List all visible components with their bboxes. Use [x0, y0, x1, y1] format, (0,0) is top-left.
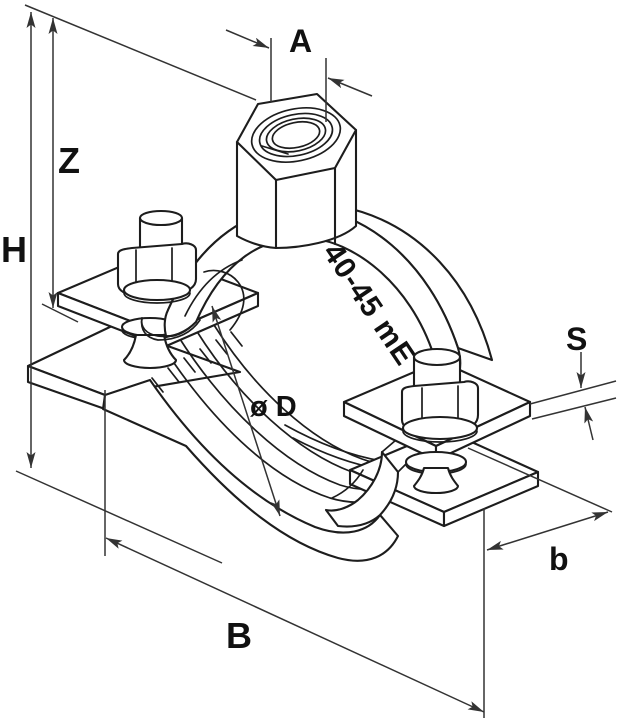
right-washer-sleeve	[404, 450, 468, 495]
dimension-A: A	[225, 23, 373, 122]
dimension-pipe-diameter: ø D	[211, 305, 297, 517]
label-S: S	[566, 321, 587, 357]
label-H: H	[1, 229, 27, 270]
dimension-B: B	[104, 390, 485, 718]
dimension-Z: Z	[41, 18, 80, 323]
extension-line-top	[24, 4, 257, 101]
dimension-S: S	[529, 321, 617, 441]
label-b: b	[549, 541, 569, 577]
extension-line-bottom	[15, 470, 223, 564]
dimension-b: b	[467, 447, 613, 577]
label-A: A	[289, 23, 312, 59]
right-bolt	[400, 347, 480, 443]
threaded-hole	[250, 107, 342, 163]
label-Z: Z	[58, 140, 80, 181]
dimensions: H Z A ø D S	[1, 4, 617, 718]
label-diameter: ø D	[250, 391, 297, 423]
left-bolt	[116, 209, 198, 304]
label-B: B	[226, 615, 252, 656]
hex-connection-nut	[235, 92, 358, 250]
